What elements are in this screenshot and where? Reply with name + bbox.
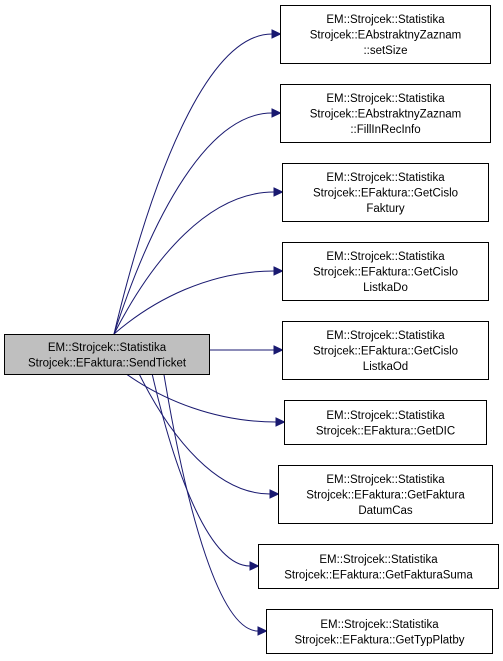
callee-node-setsize[interactable]: EM::Strojcek::StatistikaStrojcek::EAbstr… [280, 5, 491, 64]
edge-to-getcislolistkado [113, 266, 284, 335]
callee-node-setsize-label-line: Strojcek::EAbstraktnyZaznam [310, 30, 461, 42]
callee-node-getcislolistkado-label-line: EM::Strojcek::Statistika [326, 251, 445, 263]
callee-node-fillinrecinfo-box [280, 84, 491, 143]
edge-to-getcislolistkado-line [113, 270, 275, 335]
callee-node-getfakturasuma-label-line: EM::Strojcek::Statistika [319, 554, 438, 566]
callee-node-getcislolistkaod-label-line: Strojcek::EFaktura::GetCislo [313, 346, 458, 358]
callee-node-fillinrecinfo[interactable]: EM::Strojcek::StatistikaStrojcek::EAbstr… [280, 84, 491, 143]
callee-node-getcislolistkado-label-line: Strojcek::EFaktura::GetCislo [313, 267, 458, 279]
callee-node-getcislolistkado-label-line: ListkaDo [363, 282, 408, 294]
edge-to-setsize-arrowhead [271, 29, 282, 39]
callee-node-gettypplatby-box [266, 609, 493, 654]
root-node-send-ticket[interactable]: EM::Strojcek::StatistikaStrojcek::EFaktu… [4, 334, 210, 375]
root-node-send-ticket-box [4, 334, 210, 375]
callee-node-getfakturadatumcas-label-line: EM::Strojcek::Statistika [326, 474, 445, 486]
callee-node-getfakturasuma-box [258, 544, 499, 589]
callee-node-getcislolistkaod-label-line: EM::Strojcek::Statistika [326, 330, 445, 342]
callee-node-fillinrecinfo-label-line: ::FillInRecInfo [350, 124, 420, 136]
edge-to-getcislofaktury-line [113, 191, 275, 335]
callee-node-getfakturasuma[interactable]: EM::Strojcek::StatistikaStrojcek::EFaktu… [258, 544, 499, 589]
callee-node-getcislofaktury[interactable]: EM::Strojcek::StatistikaStrojcek::EFaktu… [282, 163, 489, 222]
callee-node-getfakturadatumcas-label-line: DatumCas [358, 505, 413, 517]
callee-node-fillinrecinfo-label-line: EM::Strojcek::Statistika [326, 93, 445, 105]
callee-node-setsize-label-line: EM::Strojcek::Statistika [326, 14, 445, 26]
callee-node-getdic-label-line: Strojcek::EFaktura::GetDIC [316, 425, 455, 437]
edge-to-setsize-line [113, 33, 273, 335]
edge-to-getdic-line [125, 373, 277, 423]
edge-to-setsize [113, 29, 282, 335]
callee-node-getdic-label-line: EM::Strojcek::Statistika [326, 410, 445, 422]
edge-to-fillinrecinfo [113, 108, 282, 335]
callee-node-getfakturasuma-label-line: Strojcek::EFaktura::GetFakturaSuma [284, 569, 473, 581]
callee-node-getcislolistkaod-label-line: ListkaOd [363, 361, 408, 373]
edge-to-gettypplatby [163, 373, 268, 636]
callee-node-getcislofaktury-box [282, 163, 489, 222]
callee-node-getcislofaktury-label-line: Strojcek::EFaktura::GetCislo [313, 188, 458, 200]
callee-node-setsize-box [280, 5, 491, 64]
callee-node-getdic[interactable]: EM::Strojcek::StatistikaStrojcek::EFaktu… [284, 400, 487, 445]
callee-node-gettypplatby-label-line: EM::Strojcek::Statistika [320, 619, 439, 631]
edge-to-getdic [125, 373, 286, 427]
edge-to-gettypplatby-arrowhead [257, 626, 268, 636]
edge-to-getfakturasuma-line [151, 373, 251, 567]
graph-nodes: EM::Strojcek::StatistikaStrojcek::EFaktu… [4, 5, 499, 654]
callee-node-getfakturadatumcas-box [278, 465, 493, 524]
edge-to-getcislofaktury-arrowhead [273, 187, 284, 197]
edge-to-getfakturadatumcas [138, 373, 280, 499]
edge-to-fillinrecinfo-arrowhead [271, 108, 282, 118]
edge-to-getfakturasuma-arrowhead [249, 561, 260, 571]
edge-to-getfakturadatumcas-arrowhead [269, 489, 280, 499]
edge-to-getcislolistkado-arrowhead [273, 266, 284, 276]
callee-node-gettypplatby-label-line: Strojcek::EFaktura::GetTypPlatby [294, 634, 464, 646]
edge-to-getdic-arrowhead [275, 417, 286, 427]
callee-node-getcislofaktury-label-line: Faktury [366, 203, 405, 215]
edge-to-getcislofaktury [113, 187, 284, 335]
callee-node-getfakturadatumcas[interactable]: EM::Strojcek::StatistikaStrojcek::EFaktu… [278, 465, 493, 524]
edge-to-getfakturadatumcas-line [138, 373, 271, 495]
callee-node-setsize-label-line: ::setSize [363, 45, 407, 57]
callee-node-fillinrecinfo-label-line: Strojcek::EAbstraktnyZaznam [310, 109, 461, 121]
edge-to-fillinrecinfo-line [113, 112, 273, 335]
edge-to-getfakturasuma [151, 373, 260, 571]
edge-to-getcislolistkaod-arrowhead [273, 345, 284, 355]
callee-node-getcislofaktury-label-line: EM::Strojcek::Statistika [326, 172, 445, 184]
callee-node-gettypplatby[interactable]: EM::Strojcek::StatistikaStrojcek::EFaktu… [266, 609, 493, 654]
callee-node-getfakturadatumcas-label-line: Strojcek::EFaktura::GetFaktura [306, 490, 465, 502]
callee-node-getcislolistkaod-box [282, 321, 489, 380]
root-node-send-ticket-label-line: EM::Strojcek::Statistika [48, 342, 167, 354]
callee-node-getcislolistkaod[interactable]: EM::Strojcek::StatistikaStrojcek::EFaktu… [282, 321, 489, 380]
callee-node-getcislolistkado-box [282, 242, 489, 301]
callee-node-getcislolistkado[interactable]: EM::Strojcek::StatistikaStrojcek::EFaktu… [282, 242, 489, 301]
edge-to-gettypplatby-line [163, 373, 259, 632]
callee-node-getdic-box [284, 400, 487, 445]
root-node-send-ticket-label-line: Strojcek::EFaktura::SendTicket [28, 357, 187, 369]
